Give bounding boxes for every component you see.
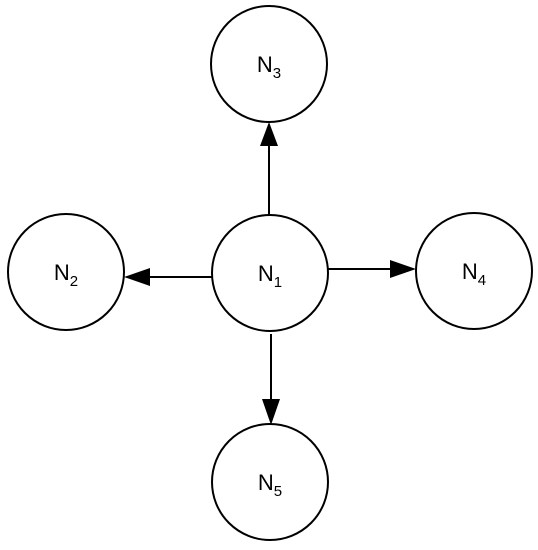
node-n3: N3 <box>210 5 328 123</box>
node-n5-label: N5 <box>258 470 282 500</box>
edge-n1-n3-arrowhead <box>260 122 278 146</box>
node-n4-circle <box>415 212 533 330</box>
edge-n1-n4-arrowhead <box>390 260 416 278</box>
node-n4-label: N4 <box>462 259 486 289</box>
edge-n1-n5-arrowhead <box>262 399 280 425</box>
edge-n1-n2 <box>124 268 212 286</box>
node-n3-circle <box>210 5 328 123</box>
edge-n1-n2-arrowhead <box>124 268 150 286</box>
node-n2-circle <box>7 213 125 331</box>
node-n5-circle <box>211 423 329 541</box>
node-n2-label: N2 <box>54 260 78 290</box>
edge-n1-n5 <box>262 334 280 425</box>
node-n1-circle <box>211 214 329 332</box>
node-n4: N4 <box>415 212 533 330</box>
node-n2: N2 <box>7 213 125 331</box>
node-n1-label: N1 <box>258 261 282 291</box>
node-n3-label: N3 <box>257 52 281 82</box>
edge-n1-n4 <box>328 260 416 278</box>
edge-n1-n3 <box>260 122 278 215</box>
node-n1: N1 <box>211 214 329 332</box>
node-n5: N5 <box>211 423 329 541</box>
